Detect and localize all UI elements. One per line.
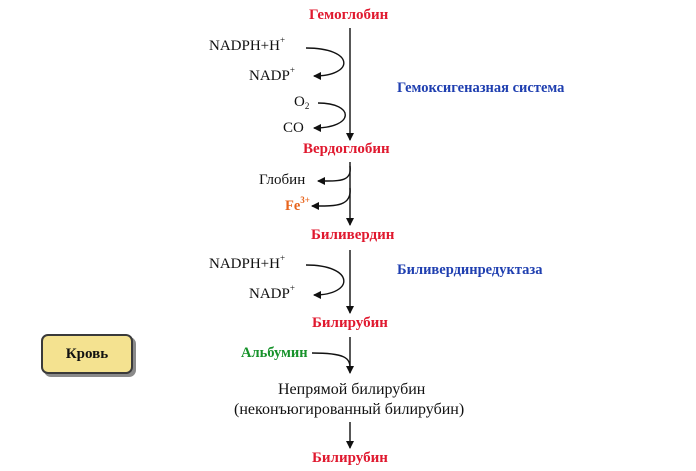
curve-fe — [311, 187, 351, 211]
o2-label: O — [294, 94, 305, 110]
curve-o2-co — [313, 102, 346, 132]
cofactor-o2: O2 — [294, 94, 309, 111]
node-verdoglobin: Вердоглобин — [303, 141, 390, 157]
fe-label: Fe — [285, 198, 301, 214]
carrier-albumin: Альбумин — [241, 345, 308, 361]
cofactor-nadp-1: NADP+ — [249, 65, 295, 85]
nadph-label: NADPH+H — [209, 38, 280, 54]
byproduct-globin: Глобин — [259, 172, 306, 188]
node-indirect-bilirubin: Непрямой билирубин — [278, 381, 426, 398]
node-indirect-bilirubin-note: (неконъюгированный билирубин) — [234, 401, 465, 418]
byproduct-iron: Fe3+ — [285, 195, 310, 215]
curve-nadph-nadp-1 — [305, 47, 345, 80]
nadp-label: NADP — [249, 68, 290, 84]
o2-subscript: 2 — [304, 101, 310, 111]
nadph-superscript: + — [279, 35, 286, 45]
nadp-label-2: NADP — [249, 286, 290, 302]
fe-superscript: 3+ — [300, 195, 310, 205]
node-hemoglobin: Гемоглобин — [309, 7, 389, 23]
node-biliverdin: Биливердин — [311, 227, 395, 243]
nadph-superscript-2: + — [279, 253, 286, 263]
node-bilirubin-2: Билирубин — [312, 450, 388, 466]
cofactor-nadph-1: NADPH+H+ — [209, 35, 286, 55]
node-bilirubin-1: Билирубин — [312, 315, 388, 331]
nadp-superscript-2: + — [289, 283, 295, 293]
curve-albumin — [311, 352, 351, 369]
cofactor-co: CO — [283, 120, 304, 136]
cofactor-nadp-2: NADP+ — [249, 283, 295, 303]
enzyme-biliverdin-reductase: Биливердинредуктаза — [397, 262, 543, 278]
enzyme-heme-oxygenase: Гемоксигеназная система — [397, 80, 565, 96]
cofactor-nadph-2: NADPH+H+ — [209, 253, 286, 273]
curve-globin — [317, 165, 351, 186]
curve-nadph-nadp-2 — [305, 264, 345, 299]
blood-compartment-box: Кровь — [41, 334, 133, 374]
nadp-superscript: + — [289, 65, 295, 75]
nadph-label-2: NADPH+H — [209, 256, 280, 272]
blood-label: Кровь — [65, 345, 109, 362]
